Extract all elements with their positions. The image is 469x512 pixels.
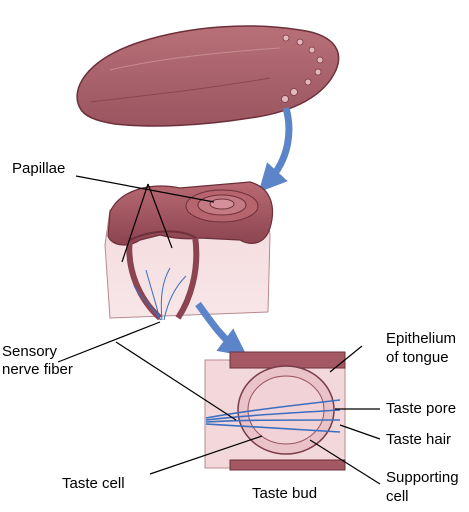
label-papillae: Papillae [12,160,66,177]
arrow-papillae-to-tastebud [195,301,248,357]
taste-bud-nerves [205,399,341,433]
label-taste-bud: Taste bud [252,485,318,502]
tongue [76,25,340,127]
arrow-tongue-to-papillae [258,107,293,193]
taste-bud-block [204,351,346,471]
label-epithelium-line2: of tongue [386,349,449,366]
label-supporting-line1: Supporting [386,469,459,486]
leader-lines [57,175,381,485]
label-taste-cell: Taste cell [62,475,125,492]
label-sensory-line2: nerve fiber [2,361,73,378]
label-taste-pore: Taste pore [386,400,457,417]
label-taste-hair: Taste hair [386,431,452,448]
nerve-fibers-papillae [133,267,187,321]
papillae-block [104,181,274,321]
tongue-papillae-dots [281,34,324,103]
label-sensory-line1: Sensory [2,343,58,360]
label-supporting-line2: cell [386,488,409,505]
label-epithelium-line1: Epithelium [386,330,457,347]
